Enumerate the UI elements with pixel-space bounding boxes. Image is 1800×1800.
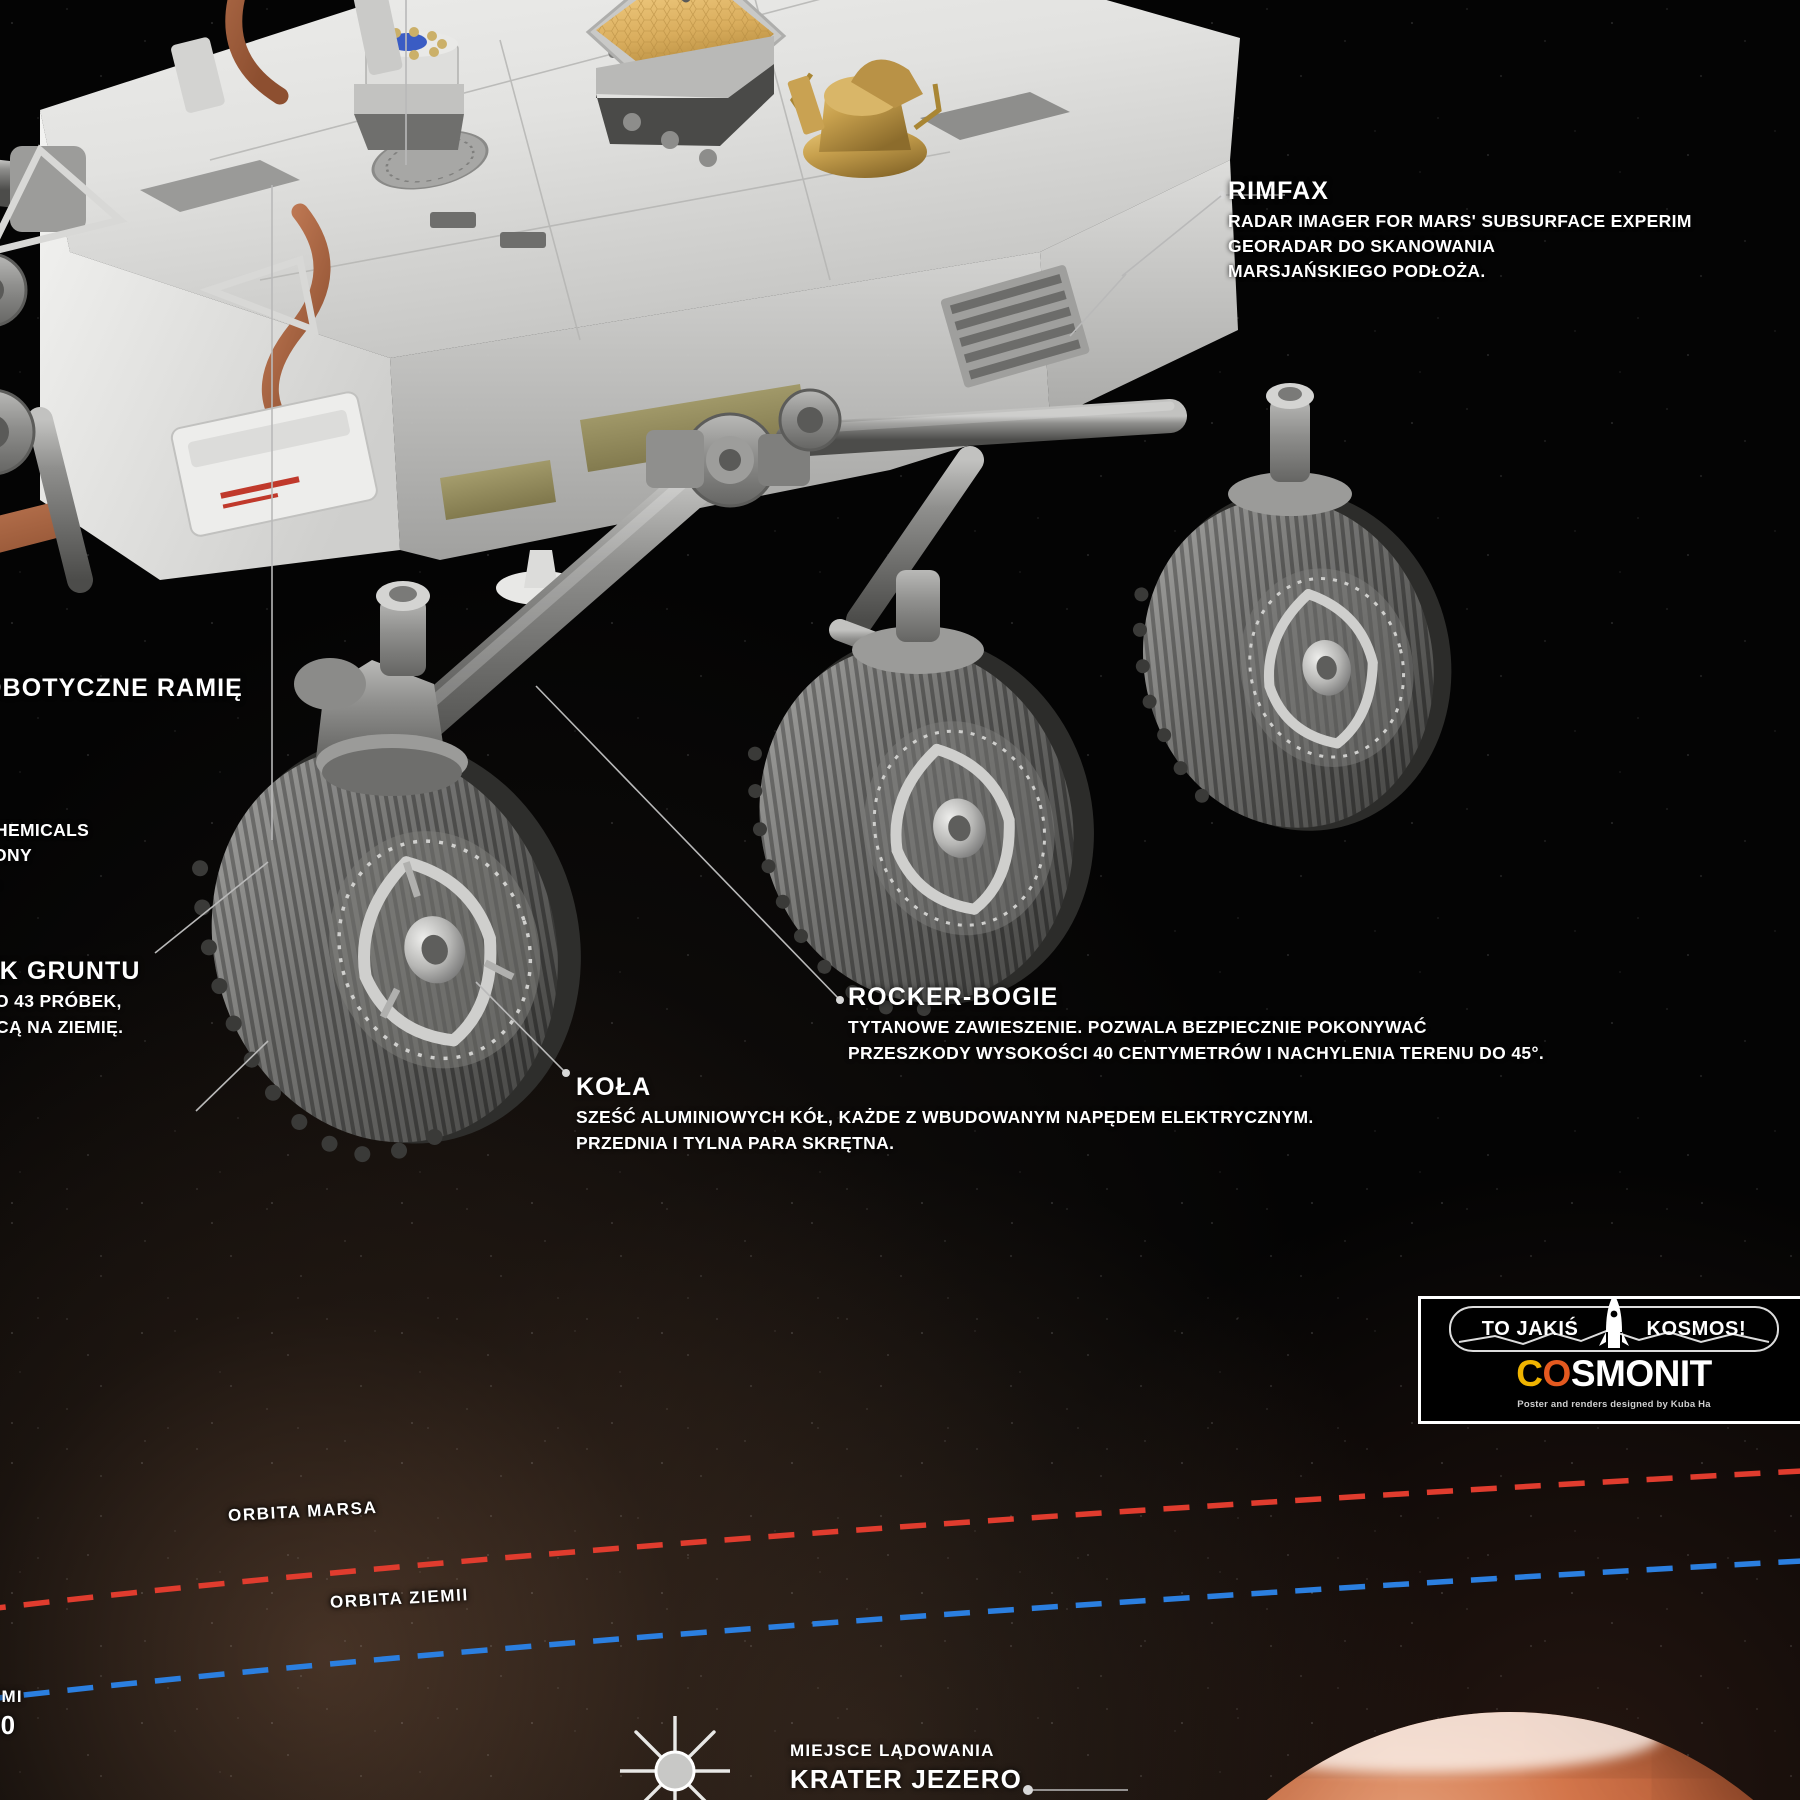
wheel-front-left-knuckle [294, 581, 468, 796]
callout-rocker-bogie-line-1: TYTANOWE ZAWIESZENIE. POZWALA BEZPIECZNI… [848, 1017, 1427, 1038]
callout-sherloc-line-1: CHEMICALS [0, 820, 90, 840]
sun-marker-icon [620, 1716, 730, 1800]
earth-orbit-path [0, 1558, 1800, 1701]
callout-rimfax-title: RIMFAX [1228, 177, 1330, 205]
deck-small-instruments [171, 0, 717, 248]
callout-rocker-bogie-title: ROCKER-BOGIE [848, 983, 1059, 1011]
callout-robotic-arm: OBOTYCZNE RAMIĘ [0, 674, 243, 702]
badge-stamp-left-text: TO JAKIŚ [1481, 1317, 1579, 1340]
marker-launch-small: Z ZIEMI [0, 1687, 23, 1706]
callout-sherloc: CHEMICALS ZONY R. [0, 818, 89, 894]
badge-wordmark-c: CO [1516, 1353, 1571, 1394]
rover-deck-top [40, 0, 1240, 358]
wheel-rear-right [1132, 489, 1452, 831]
mars-planet [1130, 1712, 1800, 1800]
callout-soil-samples-line-2: ÓCĄ NA ZIEMIĘ. [0, 1016, 124, 1037]
wheel-middle-knuckle [852, 570, 984, 674]
callout-rimfax-line-1: GEORADAR DO SKANOWANIA [1228, 236, 1496, 257]
callout-wheels-line-1: SZEŚĆ ALUMINIOWYCH KÓŁ, KAŻDE Z WBUDOWAN… [576, 1107, 1314, 1128]
rocker-pivot-block [646, 412, 810, 508]
belly-khaki-panel-1 [580, 384, 808, 472]
callout-wheels-title: KOŁA [576, 1073, 652, 1101]
callout-soil-samples-line-1: DO 43 PRÓBEK, [0, 991, 122, 1012]
callout-sherloc-line-2: ZONY [0, 845, 33, 866]
callout-rocker-bogie-line-2: PRZESZKODY WYSOKOŚCI 40 CENTYMETRÓW I NA… [848, 1042, 1545, 1063]
deck-sensor-cluster [354, 27, 464, 150]
callout-wheels: KOŁA SZEŚĆ ALUMINIOWYCH KÓŁ, KAŻDE Z WBU… [576, 1074, 1314, 1156]
rocker-joint-secondary [778, 388, 842, 452]
callout-wheels-line-2: PRZEDNIA I TYLNA PARA SKRĘTNA. [576, 1132, 895, 1153]
belly-khaki-panel-2 [440, 460, 556, 520]
callout-soil-samples-title: EK GRUNTU [0, 957, 141, 985]
badge-stamp-right-text: KOSMOS! [1646, 1317, 1747, 1340]
starfield-dense-band [0, 1180, 1800, 1800]
brand-badge[interactable]: TO JAKIŚ KOSMOS! COSMONIT Poster and ren… [1418, 1296, 1800, 1424]
left-pivot-joints [0, 253, 36, 475]
brass-instrument [787, 59, 942, 178]
gold-hexagon-panel [585, 0, 787, 146]
marker-landing-site: MIEJSCE LĄDOWANIA KRATER JEZERO [790, 1740, 1022, 1795]
callout-rimfax-subtitle: RADAR IMAGER FOR MARS' SUBSURFACE EXPERI… [1228, 211, 1692, 232]
orbit-paths [0, 1468, 1800, 1701]
callout-rocker-bogie: ROCKER-BOGIE TYTANOWE ZAWIESZENIE. POZWA… [848, 984, 1544, 1066]
mars-orbit-path [0, 1468, 1800, 1611]
callout-rimfax: RIMFAX RADAR IMAGER FOR MARS' SUBSURFACE… [1228, 178, 1692, 285]
callout-sherloc-line-3: R. [0, 869, 89, 894]
callout-soil-samples: EK GRUNTU DO 43 PRÓBEK, ÓCĄ NA ZIEMIĘ. [0, 958, 141, 1040]
badge-wordmark-rest: SMONIT [1570, 1353, 1712, 1394]
badge-credit-text: Poster and renders designed by Kuba Ha [1517, 1399, 1711, 1410]
callout-rimfax-line-2: MARSJAŃSKIEGO PODŁOŻA. [1228, 261, 1486, 282]
marker-landing-site-big: KRATER JEZERO [790, 1763, 1022, 1794]
rocket-icon [1599, 1299, 1629, 1348]
callout-robotic-arm-title: OBOTYCZNE RAMIĘ [0, 674, 243, 702]
wheel-rear-right-knuckle [1228, 383, 1352, 516]
marker-landing-site-small: MIEJSCE LĄDOWANIA [790, 1741, 995, 1760]
left-suspension-arms [0, 275, 93, 593]
badge-wordmark: COSMONIT [1516, 1353, 1712, 1394]
marker-launch: Z ZIEMI 2020 [0, 1686, 23, 1741]
sample-caching-box [170, 391, 378, 537]
badge-stamp: TO JAKIŚ KOSMOS! [1449, 1299, 1779, 1352]
side-vents [940, 265, 1090, 388]
marker-launch-big: 2020 [0, 1709, 17, 1740]
chassis-truss [0, 144, 319, 336]
